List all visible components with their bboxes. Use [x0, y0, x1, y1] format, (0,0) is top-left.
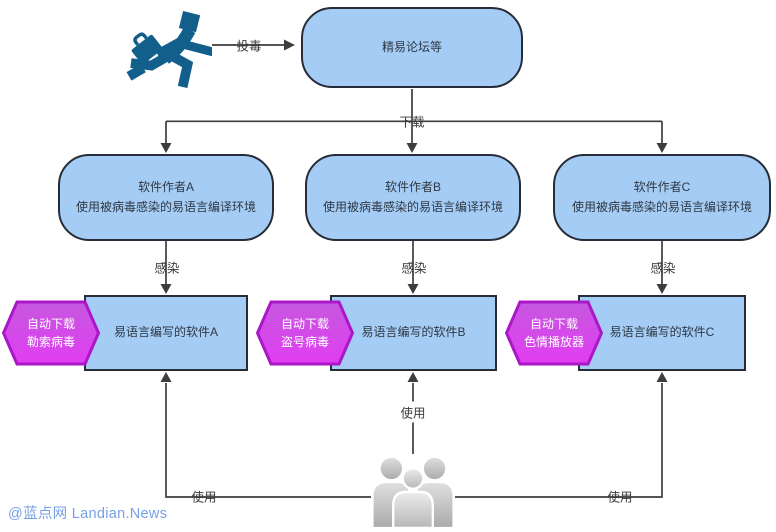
node-payload-a-line1: 自动下载 — [26, 317, 75, 331]
watermark: @蓝点网 Landian.News — [8, 506, 168, 522]
edge-label-use-a: 使用 — [191, 490, 217, 505]
edge-label-use-b: 使用 — [397, 401, 429, 423]
node-payload-c-line2: 色情播放器 — [523, 335, 584, 349]
running-hacker-icon — [126, 10, 215, 93]
node-software-c-label: 易语言编写的软件C — [609, 325, 715, 340]
edge-label-download: 下载 — [399, 115, 425, 130]
node-payload-b-line2: 盗号病毒 — [280, 335, 329, 349]
node-software-a-label: 易语言编写的软件A — [113, 325, 218, 340]
node-author-c: 软件作者C 使用被病毒感染的易语言编译环境 — [553, 154, 771, 241]
node-forum: 精易论坛等 — [301, 7, 523, 88]
edge-label-poison: 投毒 — [236, 39, 262, 54]
node-author-a-desc: 使用被病毒感染的易语言编译环境 — [75, 199, 256, 214]
edge-label-infect-b: 感染 — [401, 261, 427, 276]
hexagon-shape — [256, 300, 354, 366]
node-payload-c-line1: 自动下载 — [529, 317, 578, 331]
node-software-a: 易语言编写的软件A — [84, 295, 248, 371]
node-payload-c: 自动下载 色情播放器 — [505, 300, 603, 366]
node-payload-b: 自动下载 盗号病毒 — [256, 300, 354, 366]
node-author-b-title: 软件作者B — [384, 179, 441, 194]
node-software-c: 易语言编写的软件C — [578, 295, 746, 371]
node-author-c-desc: 使用被病毒感染的易语言编译环境 — [571, 199, 752, 214]
node-software-b-label: 易语言编写的软件B — [361, 325, 466, 340]
edge-label-use-c: 使用 — [607, 490, 633, 505]
node-author-b-desc: 使用被病毒感染的易语言编译环境 — [322, 199, 503, 214]
edge-label-infect-a: 感染 — [154, 261, 180, 276]
node-author-a-title: 软件作者A — [137, 179, 194, 194]
node-payload-b-line1: 自动下载 — [280, 317, 329, 331]
edge-label-infect-c: 感染 — [650, 261, 676, 276]
node-software-b: 易语言编写的软件B — [330, 295, 497, 371]
hexagon-shape — [2, 300, 100, 366]
node-forum-label: 精易论坛等 — [381, 39, 442, 54]
node-author-b: 软件作者B 使用被病毒感染的易语言编译环境 — [305, 154, 521, 241]
node-author-c-title: 软件作者C — [633, 179, 691, 194]
node-author-a: 软件作者A 使用被病毒感染的易语言编译环境 — [58, 154, 274, 241]
users-group-icon — [368, 454, 458, 532]
node-payload-a-line2: 勒索病毒 — [26, 335, 75, 349]
hexagon-shape — [505, 300, 603, 366]
node-payload-a: 自动下载 勒索病毒 — [2, 300, 100, 366]
